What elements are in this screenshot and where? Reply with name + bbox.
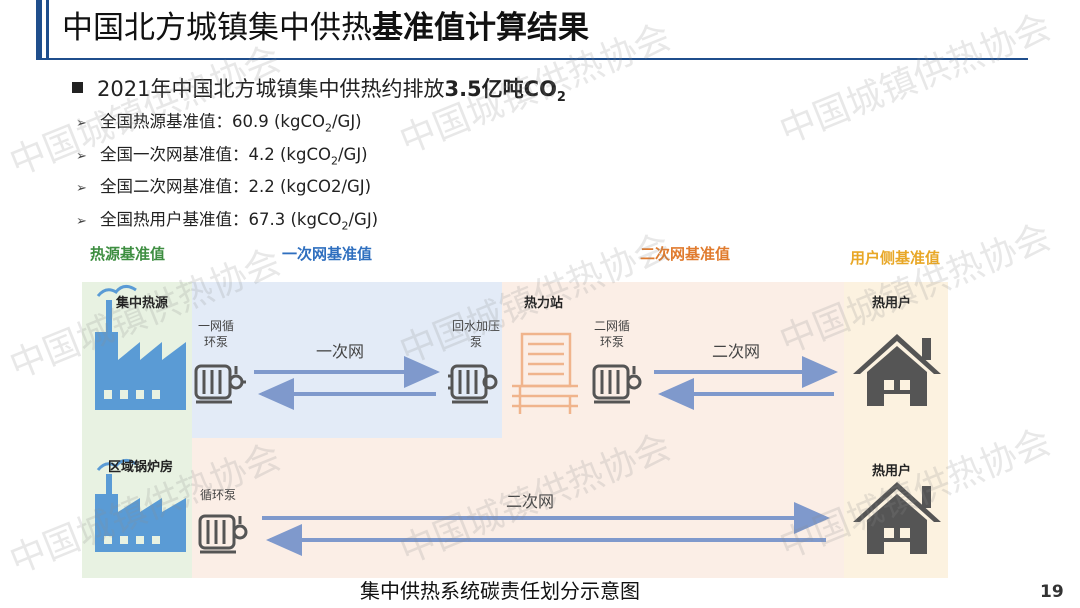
square-bullet-icon: [72, 82, 83, 93]
house-icon: [853, 482, 941, 554]
central-source-label: 集中热源: [116, 296, 169, 311]
main-bullet: 2021年中国北方城镇集中供热约排放3.5亿吨CO2: [72, 74, 566, 113]
list-item: ➢全国一次网基准值：4.2 (kgCO2/GJ): [76, 141, 378, 174]
house-icon: [853, 334, 941, 406]
pump-icon: [198, 514, 248, 554]
baseline-list: ➢全国热源基准值：60.9 (kgCO2/GJ) ➢全国一次网基准值：4.2 (…: [76, 108, 378, 238]
region-label-user: 用户侧基准值: [850, 249, 941, 267]
secondary-zone-top: [502, 282, 844, 438]
arrow-bullet-icon: ➢: [76, 181, 87, 196]
heat-user-top-label: 热用户: [872, 296, 912, 311]
arrow-bullet-icon: ➢: [76, 148, 87, 164]
boiler-room-label: 区域锅炉房: [108, 460, 174, 475]
region-label-secondary: 二次网基准值: [640, 245, 731, 263]
header-underline: [36, 58, 1028, 60]
heat-station-icon: [512, 332, 578, 414]
header-accent-bar: [36, 0, 42, 58]
pump-icon: [448, 364, 498, 404]
arrow-bullet-icon: ➢: [76, 213, 87, 229]
factory-icon: [95, 285, 186, 410]
pump-icon: [194, 364, 246, 404]
page-title: 中国北方城镇集中供热基准值计算结果: [62, 10, 589, 46]
arrow-bullet-icon: ➢: [76, 116, 87, 131]
pump1-label: 一网循环泵: [197, 319, 234, 349]
region-label-primary: 一次网基准值: [282, 245, 373, 263]
primary-net-label: 一次网: [316, 342, 365, 361]
pump2-label: 二网循环泵: [593, 319, 630, 349]
pump-icon: [592, 364, 642, 404]
secondary-net-bottom-label: 二次网: [506, 492, 555, 511]
factory-icon: [95, 459, 186, 552]
heat-station-label: 热力站: [524, 296, 564, 311]
primary-zone: [192, 282, 502, 438]
region-label-source: 热源基准值: [90, 245, 166, 263]
pump3-label: 循环泵: [200, 488, 237, 502]
page-number: 19: [1040, 582, 1064, 602]
list-item: ➢全国二次网基准值：2.2 (kgCO2/GJ): [76, 173, 378, 206]
header-accent-bar-thin: [46, 0, 49, 58]
figure-caption: 集中供热系统碳责任划分示意图: [360, 579, 640, 603]
secondary-net-top-label: 二次网: [712, 342, 761, 361]
list-item: ➢全国热源基准值：60.9 (kgCO2/GJ): [76, 108, 378, 141]
heat-user-bottom-label: 热用户: [872, 464, 912, 479]
booster-pump-label: 回水加压泵: [452, 319, 501, 349]
list-item: ➢全国热用户基准值：67.3 (kgCO2/GJ): [76, 206, 378, 239]
